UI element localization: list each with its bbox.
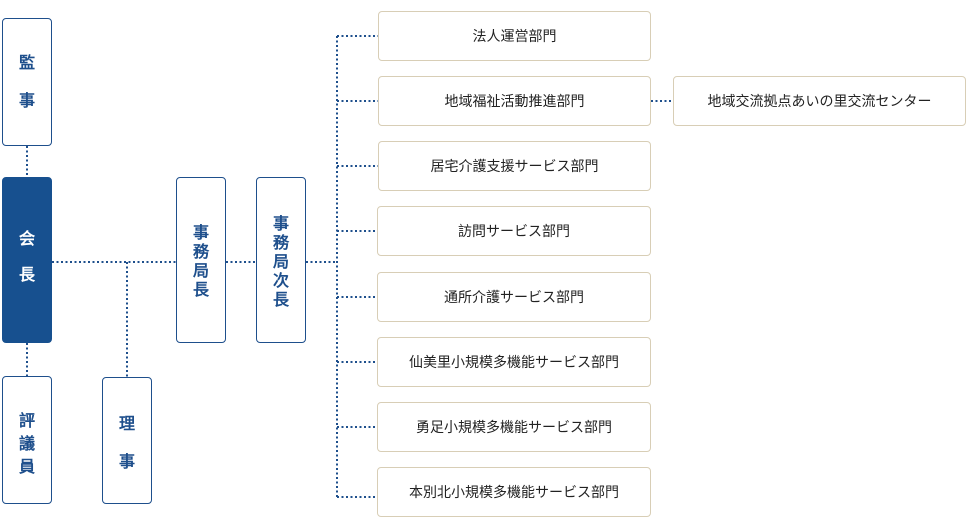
director-box: 理 事	[102, 377, 152, 504]
deputy-char: 長	[272, 290, 289, 309]
department-box: 仙美里小規模多機能サービス部門	[377, 337, 651, 387]
deputy-char: 務	[272, 233, 289, 252]
deputy-secretary-general-box: 事 務 局 次 長	[256, 177, 306, 343]
president-char: 会	[18, 229, 35, 248]
auditor-box: 監 事	[2, 18, 52, 146]
department-box: 通所介護サービス部門	[377, 272, 651, 322]
department-box: 勇足小規模多機能サービス部門	[377, 402, 651, 452]
department-box: 地域福祉活動推進部門	[378, 76, 651, 126]
deputy-char: 事	[272, 214, 289, 233]
director-char: 事	[118, 452, 135, 471]
president-char: 長	[18, 265, 35, 284]
department-box: 本別北小規模多機能サービス部門	[377, 467, 651, 517]
secretary-general-char: 長	[192, 280, 209, 299]
department-box: 訪問サービス部門	[377, 206, 651, 256]
auditor-char: 事	[18, 91, 35, 110]
deputy-char: 次	[272, 271, 289, 290]
president-box: 会 長	[2, 177, 52, 343]
deputy-char: 局	[272, 252, 289, 271]
councilor-char: 員	[18, 457, 35, 476]
secretary-general-char: 局	[192, 261, 209, 280]
councilor-char: 評	[18, 411, 35, 430]
councilor-box: 評 議 員	[2, 376, 52, 504]
director-char: 理	[118, 414, 135, 433]
department-box: 法人運営部門	[378, 11, 651, 61]
auditor-char: 監	[18, 53, 35, 72]
secretary-general-char: 務	[192, 242, 209, 261]
exchange-center-box: 地域交流拠点あいの里交流センター	[673, 76, 966, 126]
department-box: 居宅介護支援サービス部門	[378, 141, 651, 191]
secretary-general-char: 事	[192, 223, 209, 242]
councilor-char: 議	[18, 434, 35, 453]
secretary-general-box: 事 務 局 長	[176, 177, 226, 343]
